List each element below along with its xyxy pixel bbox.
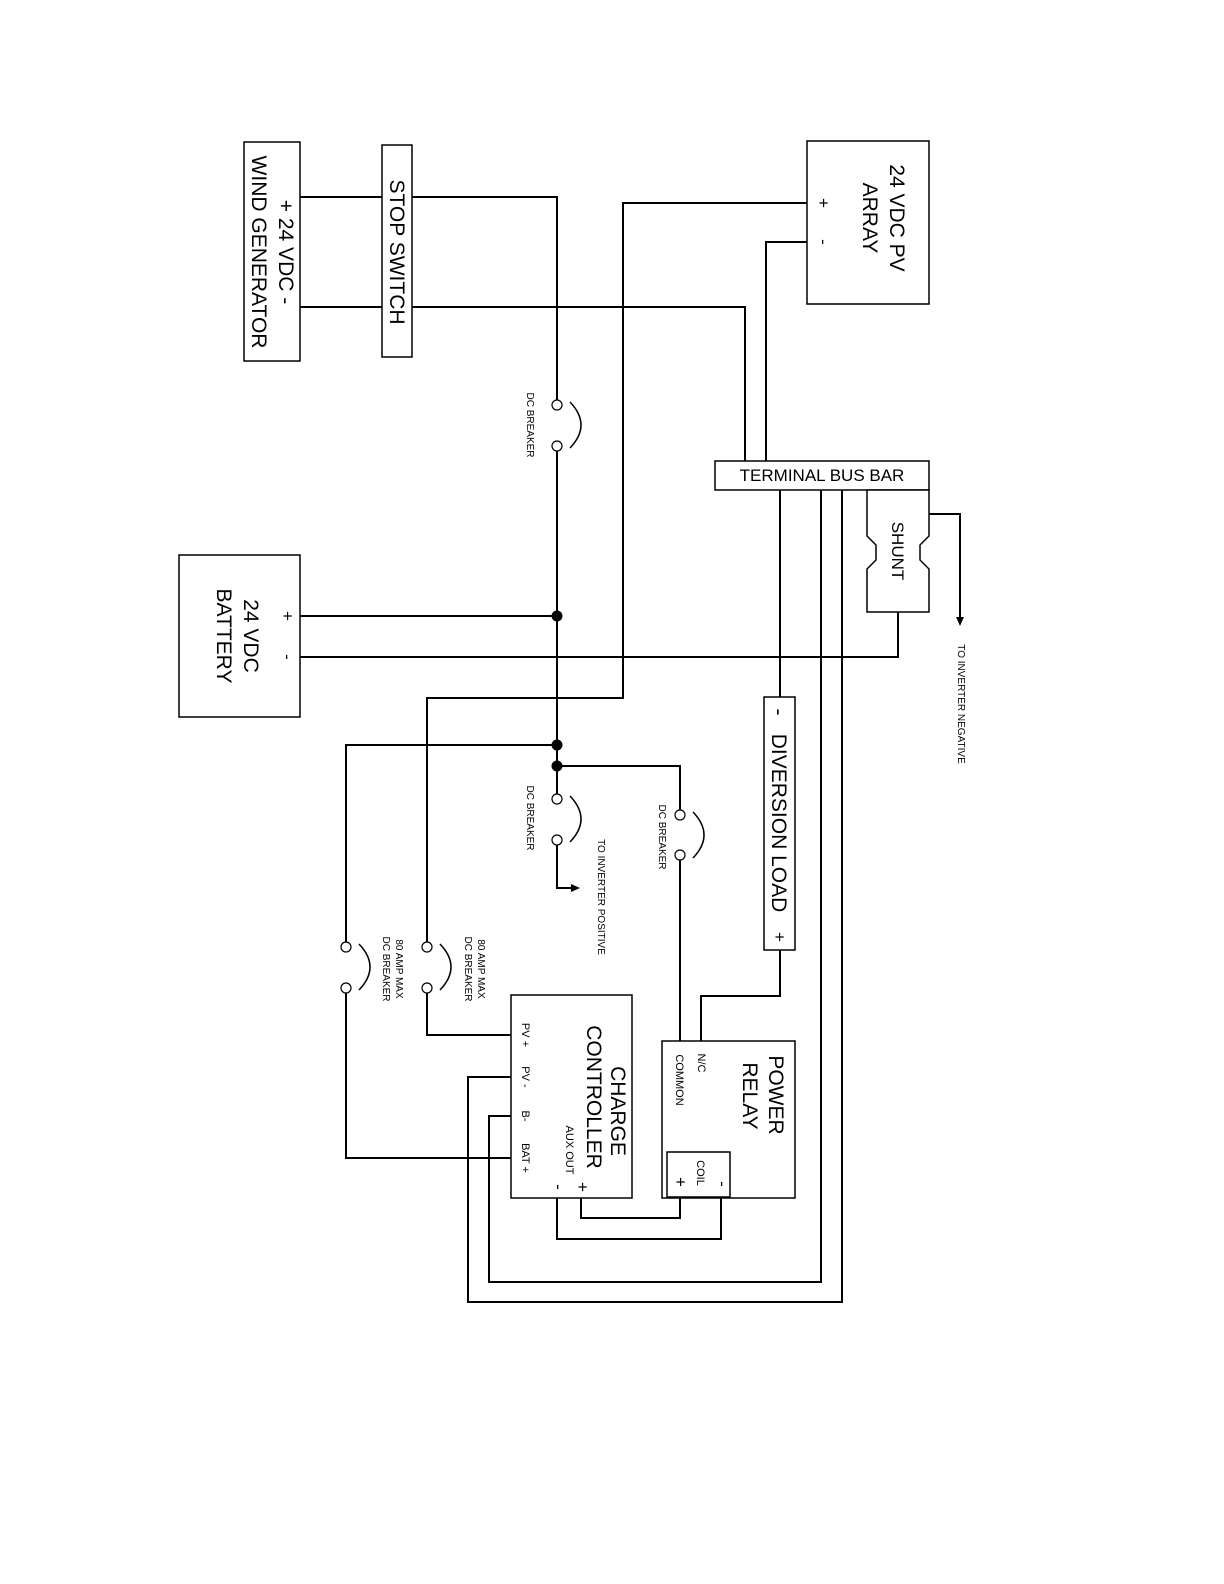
cc-aux-out-label: AUX OUT: [563, 1126, 575, 1175]
breaker-pv-80a[interactable]: [421, 941, 452, 994]
stop-switch-box[interactable]: [381, 144, 413, 358]
shunt-label: SHUNT: [888, 522, 907, 581]
charge-controller-box: [510, 994, 633, 1199]
junction-dot: [551, 610, 563, 622]
wire-wind-negative: [300, 306, 746, 461]
relay-nc-label: N/C: [695, 1054, 707, 1073]
diversion-load-label: DIVERSION LOAD: [767, 734, 790, 913]
breaker-battery-label-1: 80 AMP MAX: [393, 939, 404, 999]
wire-cc-battery-positive: [345, 744, 557, 942]
pv-array-rating: 24 VDC PV: [885, 164, 908, 271]
to-inverter-negative-label: TO INVERTER NEGATIVE: [955, 644, 966, 764]
relay-coil-label: COIL: [694, 1160, 706, 1186]
breaker-inverter[interactable]: [551, 793, 582, 846]
cc-terminal-pv-minus: PV -: [519, 1066, 531, 1088]
diversion-load-minus: -: [767, 709, 790, 716]
breaker-wind-label: DC BREAKER: [524, 392, 535, 457]
charge-controller-label-1: CHARGE: [606, 1066, 629, 1156]
battery-minus: -: [278, 654, 297, 660]
pv-array-box: [806, 140, 930, 305]
pv-array-minus: -: [814, 239, 833, 245]
breaker-battery-80a[interactable]: [340, 941, 371, 994]
to-inverter-positive-label: TO INVERTER POSITIVE: [595, 839, 606, 955]
breaker-pv-label-2: DC BREAKER: [462, 936, 473, 1001]
wire-inverter-negative: [929, 513, 961, 618]
junction-dot: [551, 739, 563, 751]
wind-generator-box: [243, 141, 301, 362]
stop-switch-label: STOP SWITCH: [385, 179, 408, 324]
pv-array-label: ARRAY: [858, 183, 881, 254]
diversion-load-plus: +: [770, 932, 789, 942]
power-relay-label-2: RELAY: [738, 1062, 761, 1129]
wire-pv-negative: [765, 241, 822, 461]
wire-diversion-positive: [700, 950, 781, 1041]
wind-generator-label: WIND GENERATOR: [247, 156, 270, 349]
shunt-box: [866, 489, 930, 613]
cc-terminal-bat-plus: BAT +: [519, 1143, 531, 1173]
wire-aux-negative: [556, 1180, 722, 1240]
battery-label: BATTERY: [212, 589, 235, 684]
relay-coil-box: [666, 1151, 731, 1198]
battery-plus: +: [278, 611, 297, 621]
battery-box: [178, 554, 301, 718]
diversion-load-box: [763, 696, 796, 951]
wind-generator-rating: + 24 VDC -: [274, 200, 297, 304]
wire-aux-positive: [580, 1180, 681, 1219]
wire-relay-supply: [557, 765, 681, 812]
breaker-wind[interactable]: [551, 399, 582, 452]
breaker-inverter-label: DC BREAKER: [524, 785, 535, 850]
relay-coil-plus: +: [671, 1177, 690, 1187]
cc-terminal-b-minus: B-: [519, 1111, 531, 1122]
wire-cc-battery-negative: [488, 490, 822, 1283]
wire-cc-pv-negative: [467, 490, 843, 1303]
wire-cc-bat-breaker-to-cc: [345, 992, 511, 1159]
breaker-relay[interactable]: [674, 809, 705, 861]
arrow-inverter-negative: [956, 617, 964, 626]
breaker-relay-label: DC BREAKER: [656, 804, 667, 869]
terminal-bus-bar-label: TERMINAL BUS BAR: [740, 466, 905, 485]
wire-inverter-positive: [556, 844, 572, 889]
relay-coil-minus: -: [713, 1181, 732, 1187]
power-relay-label-1: POWER: [764, 1055, 787, 1134]
wire-pv-breaker-to-cc: [426, 992, 511, 1036]
cc-terminal-pv-plus: PV +: [519, 1023, 531, 1047]
breaker-pv-label-1: 80 AMP MAX: [475, 939, 486, 999]
wire-wind-positive: [300, 196, 558, 400]
pv-array-plus: +: [814, 198, 833, 208]
junction-dot: [551, 760, 563, 772]
charge-controller-label-2: CONTROLLER: [582, 1025, 605, 1169]
relay-common-label: COMMON: [673, 1054, 685, 1105]
breaker-battery-label-2: DC BREAKER: [380, 936, 391, 1001]
terminal-bus-bar-box: [714, 460, 930, 491]
arrow-inverter-positive: [571, 884, 580, 892]
wires: [300, 196, 964, 1303]
wire-battery-negative: [300, 612, 899, 658]
cc-aux-minus: -: [549, 1184, 568, 1190]
cc-aux-plus: +: [573, 1182, 592, 1192]
wire-pv-positive: [426, 202, 822, 943]
battery-rating: 24 VDC: [239, 599, 262, 673]
